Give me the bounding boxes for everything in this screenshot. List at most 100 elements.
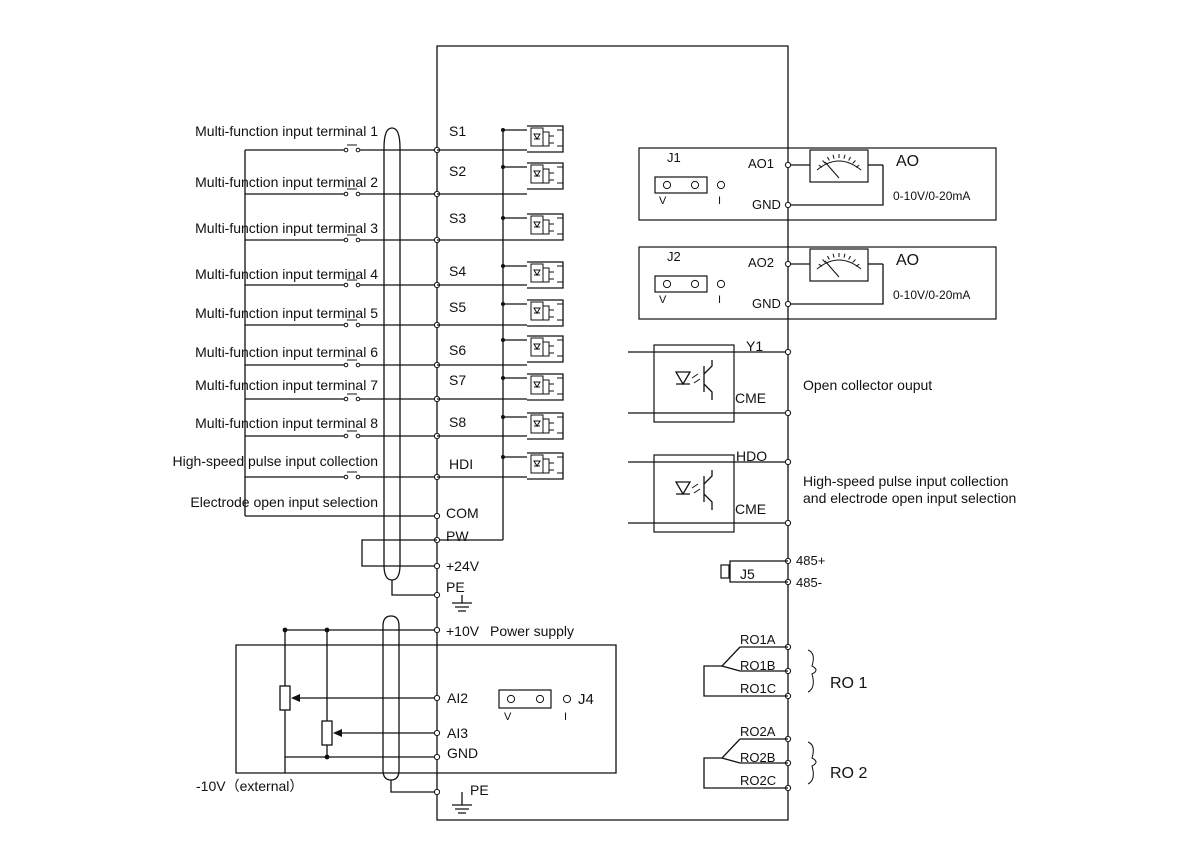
j4-jumper-block — [498, 689, 552, 709]
input-row-8: Multi-function input terminal 8 S8 — [195, 412, 564, 440]
terminal-label-s4: S4 — [449, 263, 466, 279]
ao-meter-icon-2 — [809, 248, 869, 282]
ao-range-2: 0-10V/0-20mA — [893, 288, 970, 302]
relay-2: RO2A RO2B RO2C RO 2 — [703, 724, 867, 792]
analog-input-section: +10V Power supply AI2 AI3 GND -10V（exter… — [196, 615, 617, 814]
rs485-section: 485+ 485- J5 — [720, 553, 825, 590]
terminal-label-s6: S6 — [449, 342, 466, 358]
relay-c-label-2: RO2C — [740, 773, 776, 788]
drive-enclosure — [436, 45, 789, 821]
hdo-section: HDO CME High-speed pulse input collectio… — [628, 448, 1016, 533]
input-label-4: Multi-function input terminal 4 — [195, 266, 378, 282]
left-input-bus — [244, 127, 504, 581]
pw-terminal-label: PW — [446, 528, 469, 544]
com-terminal-label: COM — [446, 505, 479, 521]
power-supply-label: Power supply — [490, 623, 574, 639]
input-row-9: High-speed pulse input collection HDI — [173, 452, 564, 481]
relay-blocks: RO1A RO1B RO1C RO 1 RO2A RO2B RO2C RO 2 — [703, 632, 867, 792]
input-row-6: Multi-function input terminal 6 S6 — [195, 335, 564, 369]
relay-c-label-1: RO1C — [740, 681, 776, 696]
pe-bottom-terminal-label: PE — [470, 782, 489, 798]
input-row-4: Multi-function input terminal 4 S4 — [195, 261, 564, 289]
ao-jumper-block-2 — [654, 275, 708, 293]
relay-b-label-1: RO1B — [740, 658, 775, 673]
pe-top-terminal-label: PE — [446, 579, 465, 595]
electrode-open-label: Electrode open input selection — [190, 494, 378, 510]
ao-title-1: AO — [896, 153, 919, 170]
ao-range-1: 0-10V/0-20mA — [893, 189, 970, 203]
input-label-7: Multi-function input terminal 7 — [195, 377, 378, 393]
ao-i-label-1: I — [718, 195, 721, 207]
relay-name-2: RO 2 — [830, 765, 867, 782]
ao-title-2: AO — [896, 252, 919, 269]
ao-jumper-label-1: J1 — [667, 150, 681, 165]
ao-gnd-label-1: GND — [752, 197, 781, 212]
input-label-5: Multi-function input terminal 5 — [195, 305, 378, 321]
input-row-7: Multi-function input terminal 7 S7 — [195, 372, 564, 403]
input-label-9: High-speed pulse input collection — [173, 453, 378, 469]
terminal-label-s3: S3 — [449, 210, 466, 226]
ao-terminal-label-2: AO2 — [748, 255, 774, 270]
ao-jumper-block-1 — [654, 176, 708, 194]
ai3-terminal-label: AI3 — [447, 725, 468, 741]
ao-terminal-label-1: AO1 — [748, 156, 774, 171]
terminal-label-s1: S1 — [449, 123, 466, 139]
ai2-terminal-label: AI2 — [447, 690, 468, 706]
ground-symbol-top — [452, 595, 472, 612]
relay-b-label-2: RO2B — [740, 750, 775, 765]
j4-i-label: I — [564, 711, 567, 723]
optocoupler-hdo-icon — [674, 470, 713, 510]
terminal-label-s7: S7 — [449, 372, 466, 388]
input-label-2: Multi-function input terminal 2 — [195, 174, 378, 190]
j5-label: J5 — [740, 566, 755, 582]
j4-label: J4 — [578, 691, 594, 708]
j5-resistor-icon — [720, 564, 730, 579]
open-collector-section: Y1 CME Open collector ouput — [628, 338, 932, 423]
relay-a-label-2: RO2A — [740, 724, 776, 739]
optocoupler-y1-icon — [674, 360, 713, 400]
plus10v-terminal-label: +10V — [446, 623, 480, 639]
potentiometer-ai2 — [279, 685, 291, 711]
ao-gnd-label-2: GND — [752, 296, 781, 311]
ao-i-label-2: I — [718, 294, 721, 306]
ao-meter-icon-1 — [809, 149, 869, 183]
y1-terminal-label: Y1 — [746, 338, 763, 354]
ao-jumper-label-2: J2 — [667, 249, 681, 264]
hdo-terminal-label: HDO — [736, 448, 767, 464]
y1-cme-label: CME — [735, 390, 766, 406]
ao-v-label-1: V — [659, 195, 667, 207]
input-row-5: Multi-function input terminal 5 S5 — [195, 299, 564, 329]
ground-symbol-bottom — [452, 792, 472, 814]
terminal-label-hdi: HDI — [449, 456, 473, 472]
ao-v-label-2: V — [659, 294, 667, 306]
input-label-6: Multi-function input terminal 6 — [195, 344, 378, 360]
open-collector-description: Open collector ouput — [803, 377, 932, 393]
hdo-cme-label: CME — [735, 501, 766, 517]
input-label-8: Multi-function input terminal 8 — [195, 415, 378, 431]
supply-terminals: COM PW +24V PE — [361, 505, 480, 612]
plus24v-terminal-label: +24V — [446, 558, 480, 574]
input-label-1: Multi-function input terminal 1 — [195, 123, 378, 139]
terminal-label-s2: S2 — [449, 163, 466, 179]
relay-name-1: RO 1 — [830, 675, 867, 692]
input-label-3: Multi-function input terminal 3 — [195, 220, 378, 236]
rs485-minus-label: 485- — [796, 575, 822, 590]
gnd-terminal-label: GND — [447, 745, 478, 761]
hdo-description-line2: and electrode open input selection — [803, 490, 1016, 506]
terminal-label-s8: S8 — [449, 414, 466, 430]
terminal-label-s5: S5 — [449, 299, 466, 315]
relay-1: RO1A RO1B RO1C RO 1 — [703, 632, 867, 700]
input-row-1: Multi-function input terminal 1 S1 — [195, 123, 564, 154]
minus10v-external-label: -10V（external） — [196, 778, 303, 794]
hdo-description-line1: High-speed pulse input collection — [803, 473, 1008, 489]
rs485-plus-label: 485+ — [796, 553, 825, 568]
input-row-3: Multi-function input terminal 3 S3 — [195, 210, 564, 244]
relay-a-label-1: RO1A — [740, 632, 776, 647]
j4-v-label: V — [504, 711, 512, 723]
potentiometer-ai3 — [321, 720, 333, 746]
